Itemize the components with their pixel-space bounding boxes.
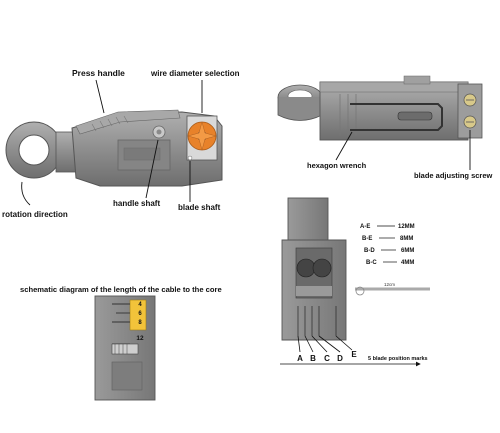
spacing-value-2: 6MM bbox=[401, 248, 414, 254]
ring-hole bbox=[18, 134, 50, 166]
gauge-mark-12: 12 bbox=[136, 335, 144, 342]
gauge-mark-6: 6 bbox=[138, 311, 142, 317]
gauge-view: schematic diagram of the length of the c… bbox=[20, 285, 222, 401]
blade-roller-1 bbox=[296, 258, 316, 278]
label-hexagon-wrench: hexagon wrench bbox=[307, 161, 367, 170]
blade-letter-d: D bbox=[337, 354, 343, 363]
main-tool-view: Press handle wire diameter selection rot… bbox=[2, 68, 240, 219]
gauge-yellow-strip bbox=[129, 299, 147, 331]
cable-sketch: 12cm bbox=[355, 282, 430, 296]
label-cable-length: 12cm bbox=[384, 282, 395, 287]
blade-letter-e: E bbox=[351, 350, 357, 359]
end-plate bbox=[457, 83, 483, 139]
wrench-view: hexagon wrench blade adjusting screw bbox=[277, 75, 493, 180]
blade-roller-2 bbox=[312, 258, 332, 278]
label-handle-shaft: handle shaft bbox=[113, 199, 160, 208]
label-rotation-direction: rotation direction bbox=[2, 210, 68, 219]
gauge-mark-4: 4 bbox=[138, 302, 142, 308]
hexagon-wrench bbox=[350, 103, 443, 131]
spacing-value-0: 12MM bbox=[398, 224, 415, 230]
spacing-pair-0: A-E bbox=[360, 224, 370, 230]
spacing-table: A-E 12MM B-E 8MM B-D 6MM B-C 4MM bbox=[360, 224, 415, 266]
blade-marks-view: 12cm A-E 12MM B-E 8MM B-D 6MM B-C 4MM A … bbox=[280, 197, 430, 367]
spacing-value-1: 8MM bbox=[400, 236, 413, 242]
leader-rotation bbox=[21, 181, 31, 206]
blade-tool-head bbox=[287, 197, 329, 241]
label-blade-position-marks: 5 blade position marks bbox=[368, 356, 428, 362]
gauge-mark-8: 8 bbox=[138, 320, 142, 326]
blade-wheel bbox=[187, 121, 217, 151]
leader-handle-shaft bbox=[145, 139, 159, 199]
blade-letter-b: B bbox=[310, 354, 316, 363]
label-press-handle: Press handle bbox=[72, 68, 125, 78]
label-wire-diameter: wire diameter selection bbox=[150, 69, 240, 78]
spacing-pair-1: B-E bbox=[362, 236, 372, 242]
press-handle bbox=[75, 109, 181, 135]
blade-shaft-pin bbox=[187, 155, 193, 161]
blade-letter-c: C bbox=[324, 354, 330, 363]
label-blade-shaft: blade shaft bbox=[178, 203, 221, 212]
label-blade-adjusting-screw: blade adjusting screw bbox=[414, 171, 493, 180]
spacing-pair-2: B-D bbox=[364, 248, 375, 254]
leader-press-handle bbox=[95, 79, 105, 114]
blade-letter-a: A bbox=[297, 354, 303, 363]
leader-hexagon-wrench bbox=[335, 131, 353, 161]
spacing-value-3: 4MM bbox=[401, 260, 414, 266]
label-schematic-diagram: schematic diagram of the length of the c… bbox=[20, 285, 222, 294]
spacing-pair-3: B-C bbox=[366, 260, 377, 266]
cable-icon bbox=[111, 343, 139, 355]
